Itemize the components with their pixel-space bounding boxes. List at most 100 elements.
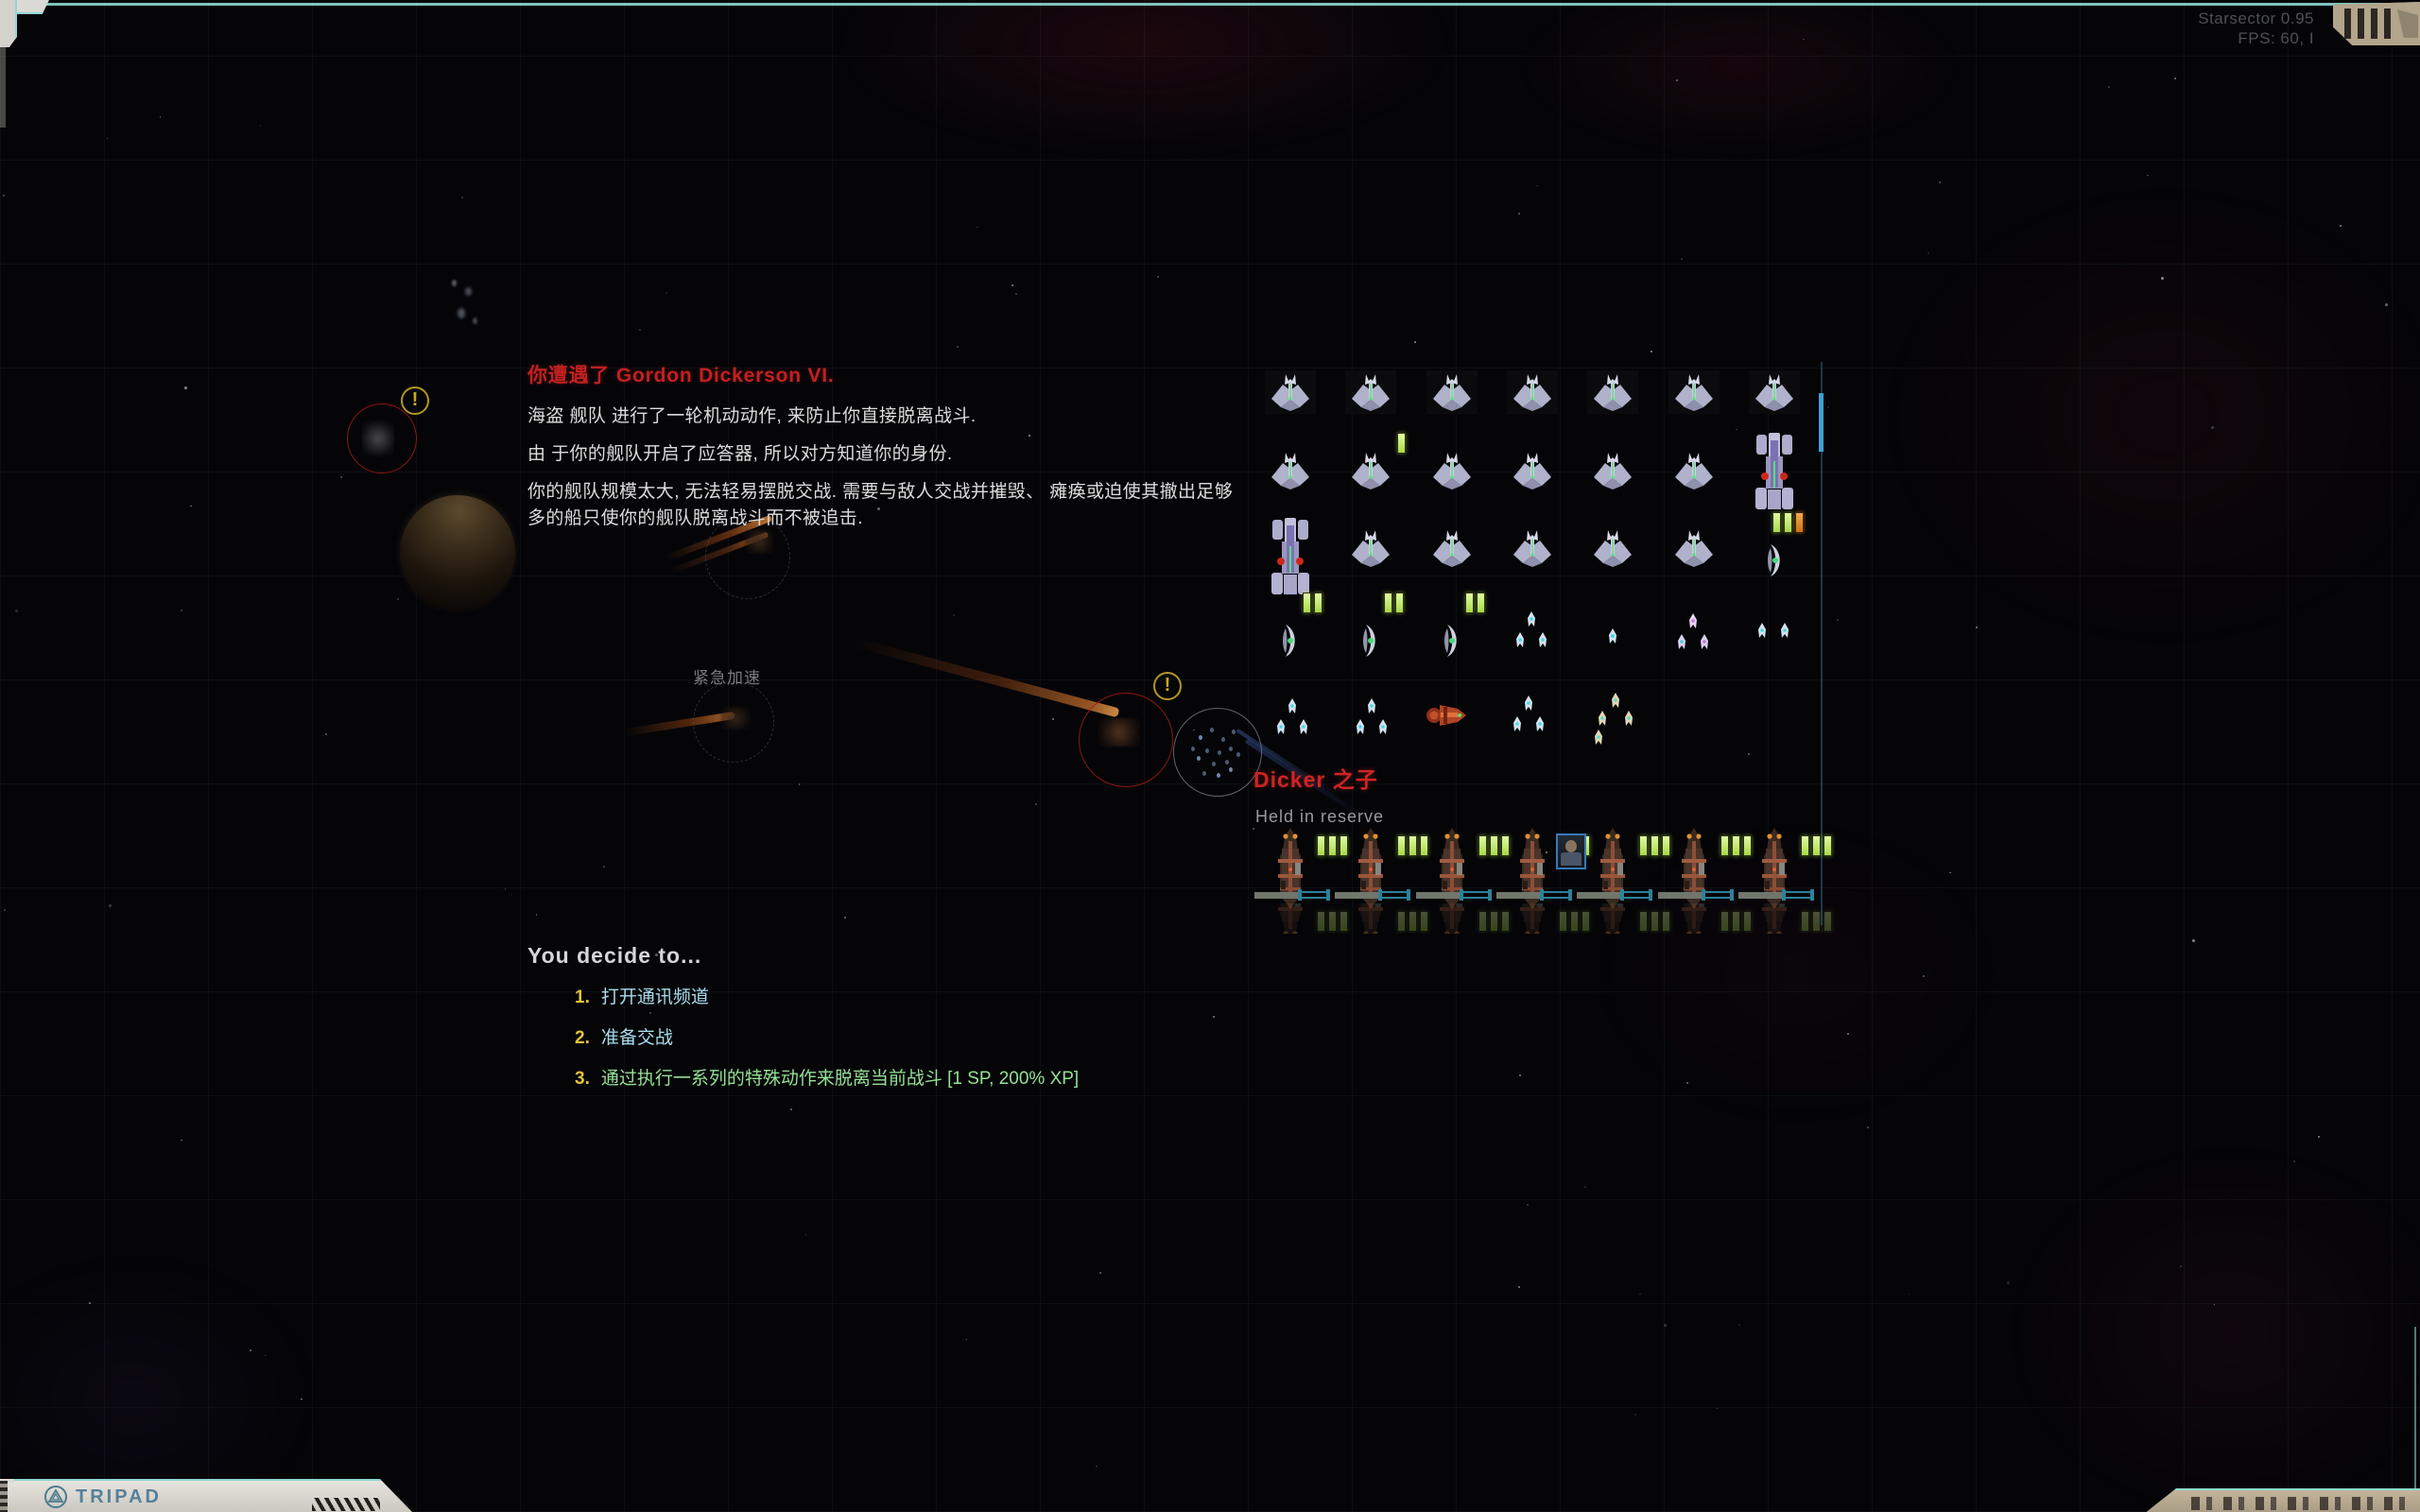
station-sprite[interactable]: [362, 421, 394, 456]
nebula-patch: [1437, 0, 2042, 189]
dialog-option-1[interactable]: 1.打开通讯频道: [575, 983, 709, 1008]
footer-edge-detail: [0, 1481, 8, 1512]
hostile-warning-icon: !: [1153, 672, 1182, 700]
enemy-ship-fighter[interactable]: [1349, 528, 1392, 573]
cr-bar-fill: [1658, 892, 1702, 899]
cr-bar-rail: [1702, 889, 1734, 901]
nebula-patch: [0, 1210, 378, 1512]
option-text: 准备交战: [601, 1028, 673, 1048]
cr-bar-fill: [1416, 892, 1460, 899]
enemy-ship-fighter[interactable]: [1511, 451, 1554, 495]
cr-bar-rail: [1540, 889, 1572, 901]
enemy-ship-crescent[interactable]: [1278, 624, 1303, 662]
enemy-ship-redship[interactable]: [1426, 700, 1467, 735]
cr-bar-rail: [1460, 889, 1492, 901]
enemy-ship-fighter[interactable]: [1672, 372, 1716, 417]
encounter-paragraph: 由 于你的舰队开启了应答器, 所以对方知道你的身份.: [527, 441, 1246, 468]
fps-text: FPS: 60, I: [2198, 28, 2314, 48]
enemy-ship-fighter[interactable]: [1591, 372, 1634, 417]
right-border-line: [2414, 1327, 2416, 1489]
hostile-fleet-sprite[interactable]: [1098, 718, 1140, 747]
version-fps-readout: Starsector 0.95 FPS: 60, I: [2198, 9, 2314, 48]
cr-bar-fill: [1254, 892, 1298, 899]
enemy-ship-fighter[interactable]: [1430, 451, 1474, 495]
enemy-ship-cluster3p[interactable]: [1671, 613, 1717, 658]
cr-bar-rail: [1782, 889, 1814, 901]
enemy-ship-cluster3[interactable]: [1270, 698, 1316, 743]
footer-hatch-decoration: [312, 1498, 380, 1511]
planet[interactable]: [400, 495, 515, 610]
reserve-level-marker: [1478, 835, 1510, 856]
fleet-sprite[interactable]: [745, 529, 773, 554]
enemy-ship-fighter[interactable]: [1349, 372, 1392, 417]
option-text: 通过执行一系列的特殊动作来脱离当前战斗 [1 SP, 200% XP]: [601, 1069, 1079, 1089]
dialog-option-2[interactable]: 2.准备交战: [575, 1023, 673, 1049]
cr-bar-rail: [1298, 889, 1330, 901]
enemy-ship-fighter[interactable]: [1269, 451, 1312, 495]
top-border-line: [0, 3, 2420, 6]
enemy-ship-tiny[interactable]: [1603, 628, 1622, 650]
reserve-capital-ship[interactable]: [1750, 828, 1799, 914]
reserve-level-marker: [1639, 835, 1670, 856]
reserve-capital-ship[interactable]: [1427, 828, 1477, 914]
corner-wedge-decoration: [2397, 9, 2418, 38]
combat-readiness-bar: [1658, 889, 1734, 901]
footer-greeble-decoration: [2191, 1497, 2409, 1510]
enemy-ship-pair[interactable]: [1752, 623, 1797, 644]
fleet-scrollbar-thumb[interactable]: [1819, 393, 1824, 452]
footer-left-panel: TRIPAD: [0, 1479, 414, 1512]
hostile-warning-icon: !: [401, 387, 429, 415]
reserve-capital-ship[interactable]: [1669, 828, 1719, 914]
enemy-ship-crescent[interactable]: [1358, 624, 1383, 662]
enemy-ship-fighter[interactable]: [1430, 528, 1474, 573]
reserve-capital-ship[interactable]: [1508, 828, 1557, 914]
nebula-patch: [1938, 1087, 2420, 1512]
enemy-ship-fighter[interactable]: [1672, 451, 1716, 495]
option-number: 3.: [575, 1069, 590, 1089]
ship-level-marker: [1465, 593, 1485, 613]
cr-bar-rail: [1620, 889, 1652, 901]
enemy-ship-carrier[interactable]: [1270, 518, 1311, 602]
reserve-fleet-name: Dicker 之子: [1253, 762, 1378, 794]
reserve-level-marker: [1801, 835, 1832, 856]
enemy-ship-fighter[interactable]: [1511, 372, 1554, 417]
reserve-capital-ship[interactable]: [1346, 828, 1395, 914]
reserve-level-marker: [1317, 835, 1348, 856]
enemy-ship-cluster3[interactable]: [1507, 696, 1552, 740]
enemy-ship-fighter[interactable]: [1591, 451, 1634, 495]
tripad-brand-text: TRIPAD: [76, 1486, 162, 1508]
enemy-ship-fighter[interactable]: [1349, 451, 1392, 495]
top-left-bracket-tail: [0, 47, 6, 128]
enemy-ship-crescent[interactable]: [1440, 624, 1464, 662]
enemy-ship-cluster3[interactable]: [1510, 611, 1555, 656]
enemy-ship-cluster4tan[interactable]: [1590, 693, 1643, 752]
combat-readiness-bar: [1496, 889, 1572, 901]
fleet-sprite[interactable]: [720, 707, 751, 730]
ship-level-marker: [1772, 512, 1804, 533]
enemy-ship-fighter[interactable]: [1753, 372, 1796, 417]
enemy-ship-fighter[interactable]: [1430, 372, 1474, 417]
officer-portrait[interactable]: [1556, 833, 1586, 869]
enemy-ship-cluster3[interactable]: [1350, 698, 1395, 743]
reserve-capital-ship[interactable]: [1266, 828, 1315, 914]
decide-prompt: You decide to...: [527, 943, 701, 969]
dialog-option-3[interactable]: 3. 通过执行一系列的特殊动作来脱离当前战斗 [1 SP, 200% XP]: [575, 1064, 1079, 1090]
version-text: Starsector 0.95: [2198, 9, 2314, 28]
reserve-level-marker: [1720, 835, 1752, 856]
engine-trail: [853, 638, 1120, 718]
ship-level-marker: [1397, 433, 1406, 454]
cr-bar-rail: [1378, 889, 1410, 901]
cr-bar-fill: [1335, 892, 1378, 899]
reserve-capital-ship[interactable]: [1588, 828, 1637, 914]
enemy-ship-fighter[interactable]: [1269, 372, 1312, 417]
footer-right-panel: [2144, 1488, 2420, 1512]
enemy-ship-fighter[interactable]: [1672, 528, 1716, 573]
enemy-ship-crescent[interactable]: [1763, 543, 1788, 582]
cr-bar-fill: [1496, 892, 1540, 899]
top-left-bracket: [0, 0, 17, 47]
enemy-ship-carrier[interactable]: [1754, 433, 1795, 517]
encounter-paragraph: 海盗 舰队 进行了一轮机动动作, 来防止你直接脱离战斗.: [527, 404, 1246, 430]
enemy-ship-fighter[interactable]: [1511, 528, 1554, 573]
enemy-ship-fighter[interactable]: [1591, 528, 1634, 573]
